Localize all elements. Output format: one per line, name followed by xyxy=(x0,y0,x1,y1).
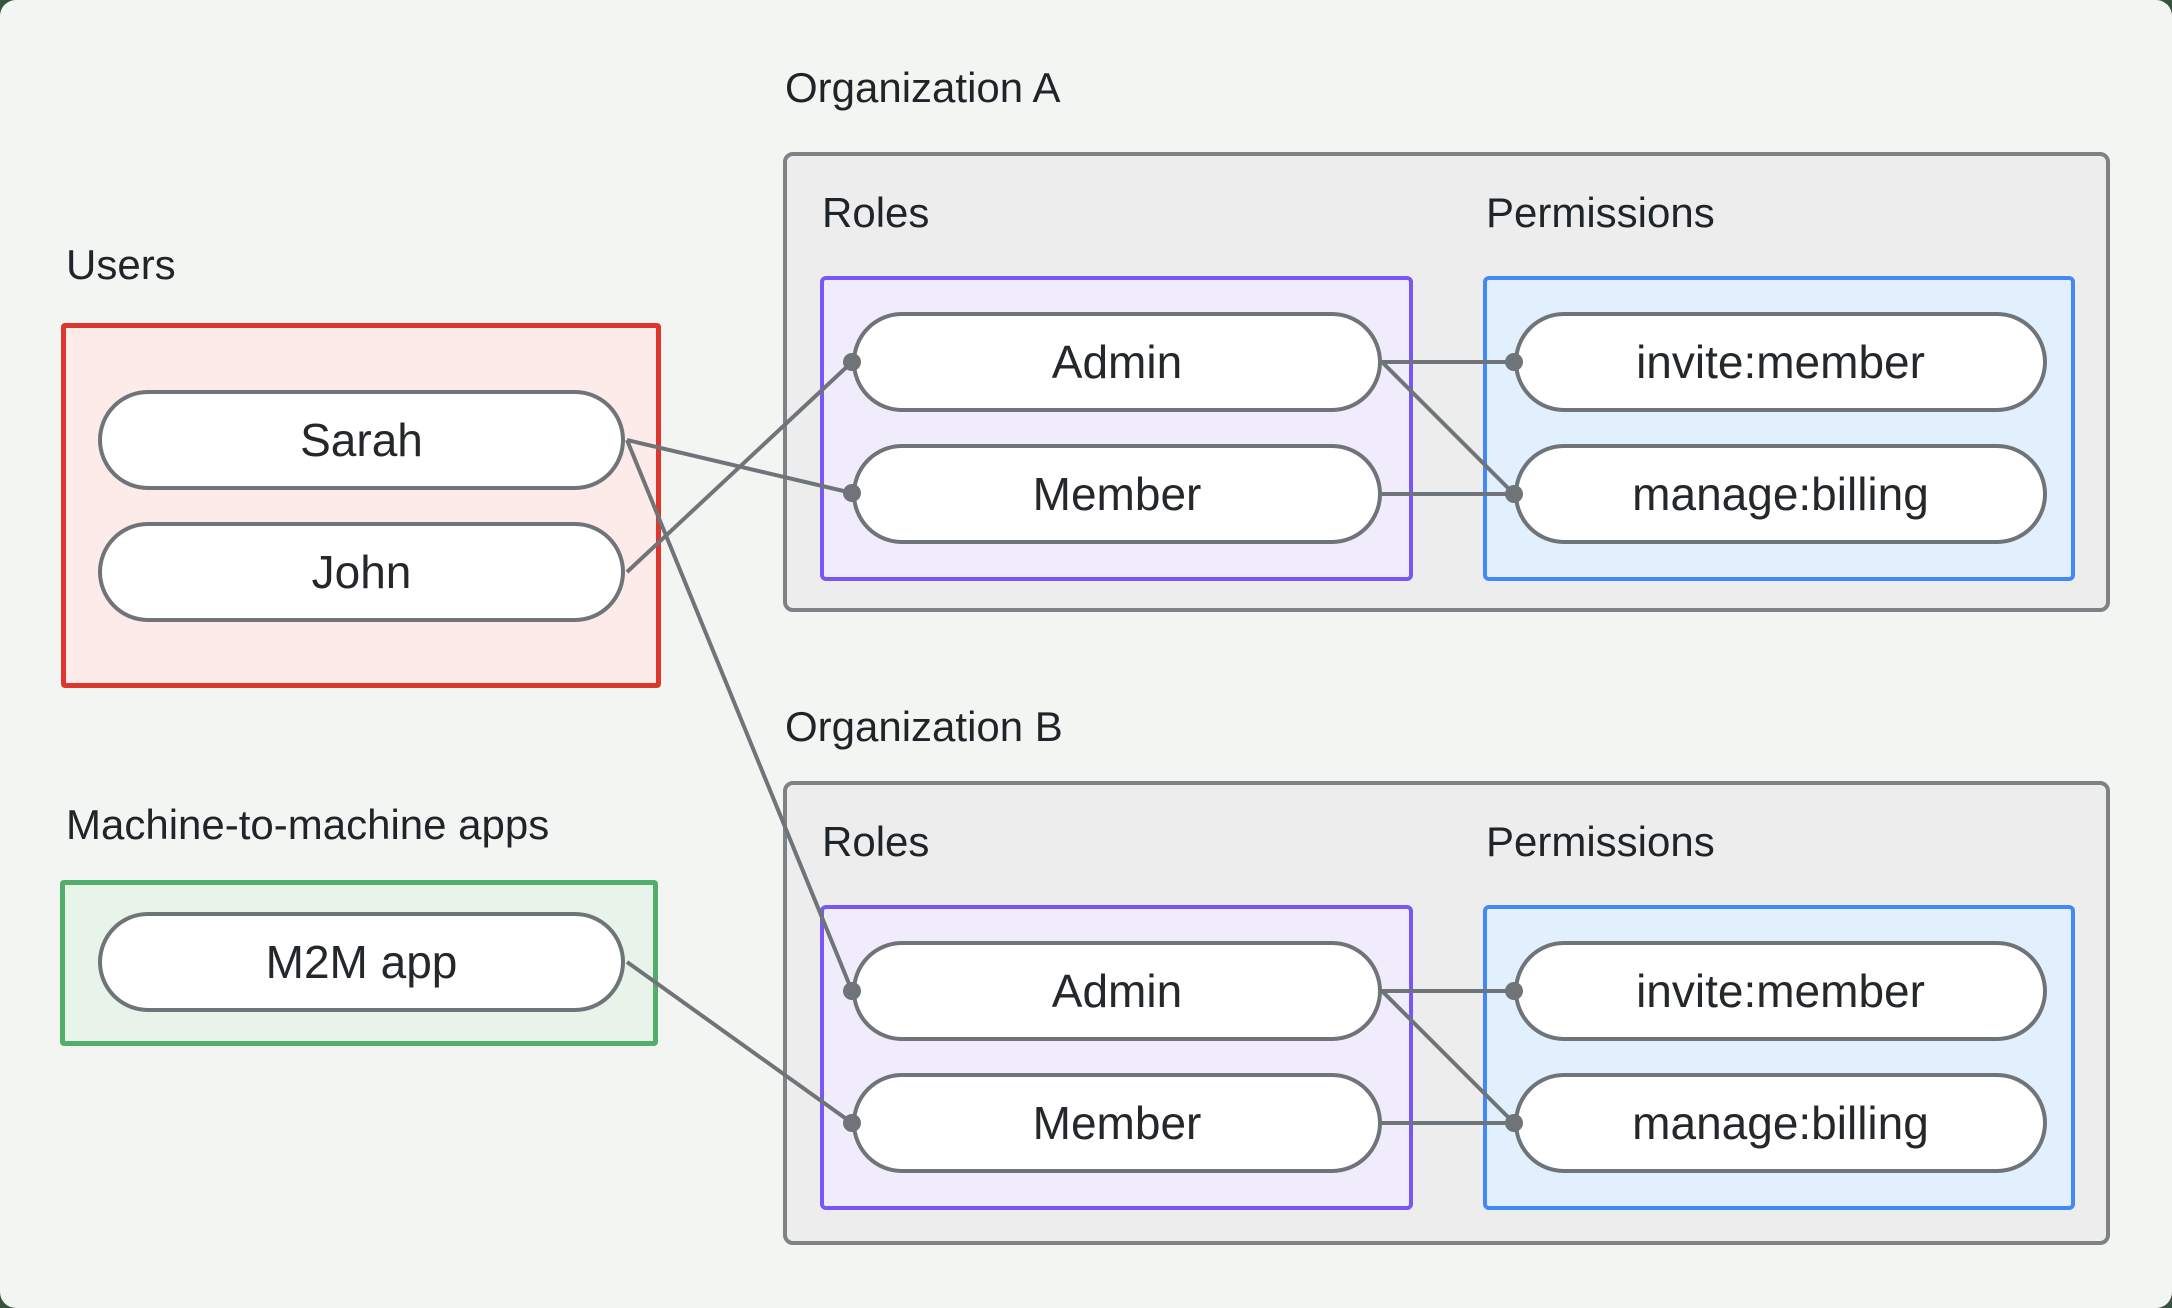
org-a-roles-label: Roles xyxy=(822,189,930,236)
org-b-role-pill-admin: Admin xyxy=(852,941,1382,1041)
org-b-role-pill-member: Member xyxy=(852,1073,1382,1173)
org-a-role-member-label: Member xyxy=(1032,468,1202,520)
org-b-permission-pill-manage-billing: manage:billing xyxy=(1514,1073,2047,1173)
m2m-group-label: Machine-to-machine apps xyxy=(66,801,550,848)
org-a-role-pill-member: Member xyxy=(852,444,1382,544)
m2m-pill-app: M2M app xyxy=(98,912,625,1012)
user-pill-sarah-label: Sarah xyxy=(300,414,423,466)
org-b-title: Organization B xyxy=(785,703,1063,750)
org-b-permissions-label: Permissions xyxy=(1486,818,1715,865)
org-b-permission-manage-billing-label: manage:billing xyxy=(1632,1097,1929,1149)
org-b-role-admin-label: Admin xyxy=(1051,965,1183,1017)
org-a-permission-invite-member-label: invite:member xyxy=(1636,336,1925,388)
user-pill-sarah: Sarah xyxy=(98,390,625,490)
org-a-title: Organization A xyxy=(785,64,1061,111)
org-a-permissions-label: Permissions xyxy=(1486,189,1715,236)
user-pill-john-label: John xyxy=(311,546,412,598)
org-a-role-pill-admin: Admin xyxy=(852,312,1382,412)
org-b-permission-invite-member-label: invite:member xyxy=(1636,965,1925,1017)
m2m-pill-app-label: M2M app xyxy=(265,936,458,988)
users-group-label: Users xyxy=(66,241,176,288)
org-a-permission-pill-manage-billing: manage:billing xyxy=(1514,444,2047,544)
org-b-role-member-label: Member xyxy=(1032,1097,1202,1149)
org-b-roles-label: Roles xyxy=(822,818,930,865)
org-a-permission-manage-billing-label: manage:billing xyxy=(1632,468,1929,520)
org-b-permission-pill-invite-member: invite:member xyxy=(1514,941,2047,1041)
org-a-role-admin-label: Admin xyxy=(1051,336,1183,388)
users-group-box xyxy=(61,323,661,688)
org-a-permission-pill-invite-member: invite:member xyxy=(1514,312,2047,412)
user-pill-john: John xyxy=(98,522,625,622)
